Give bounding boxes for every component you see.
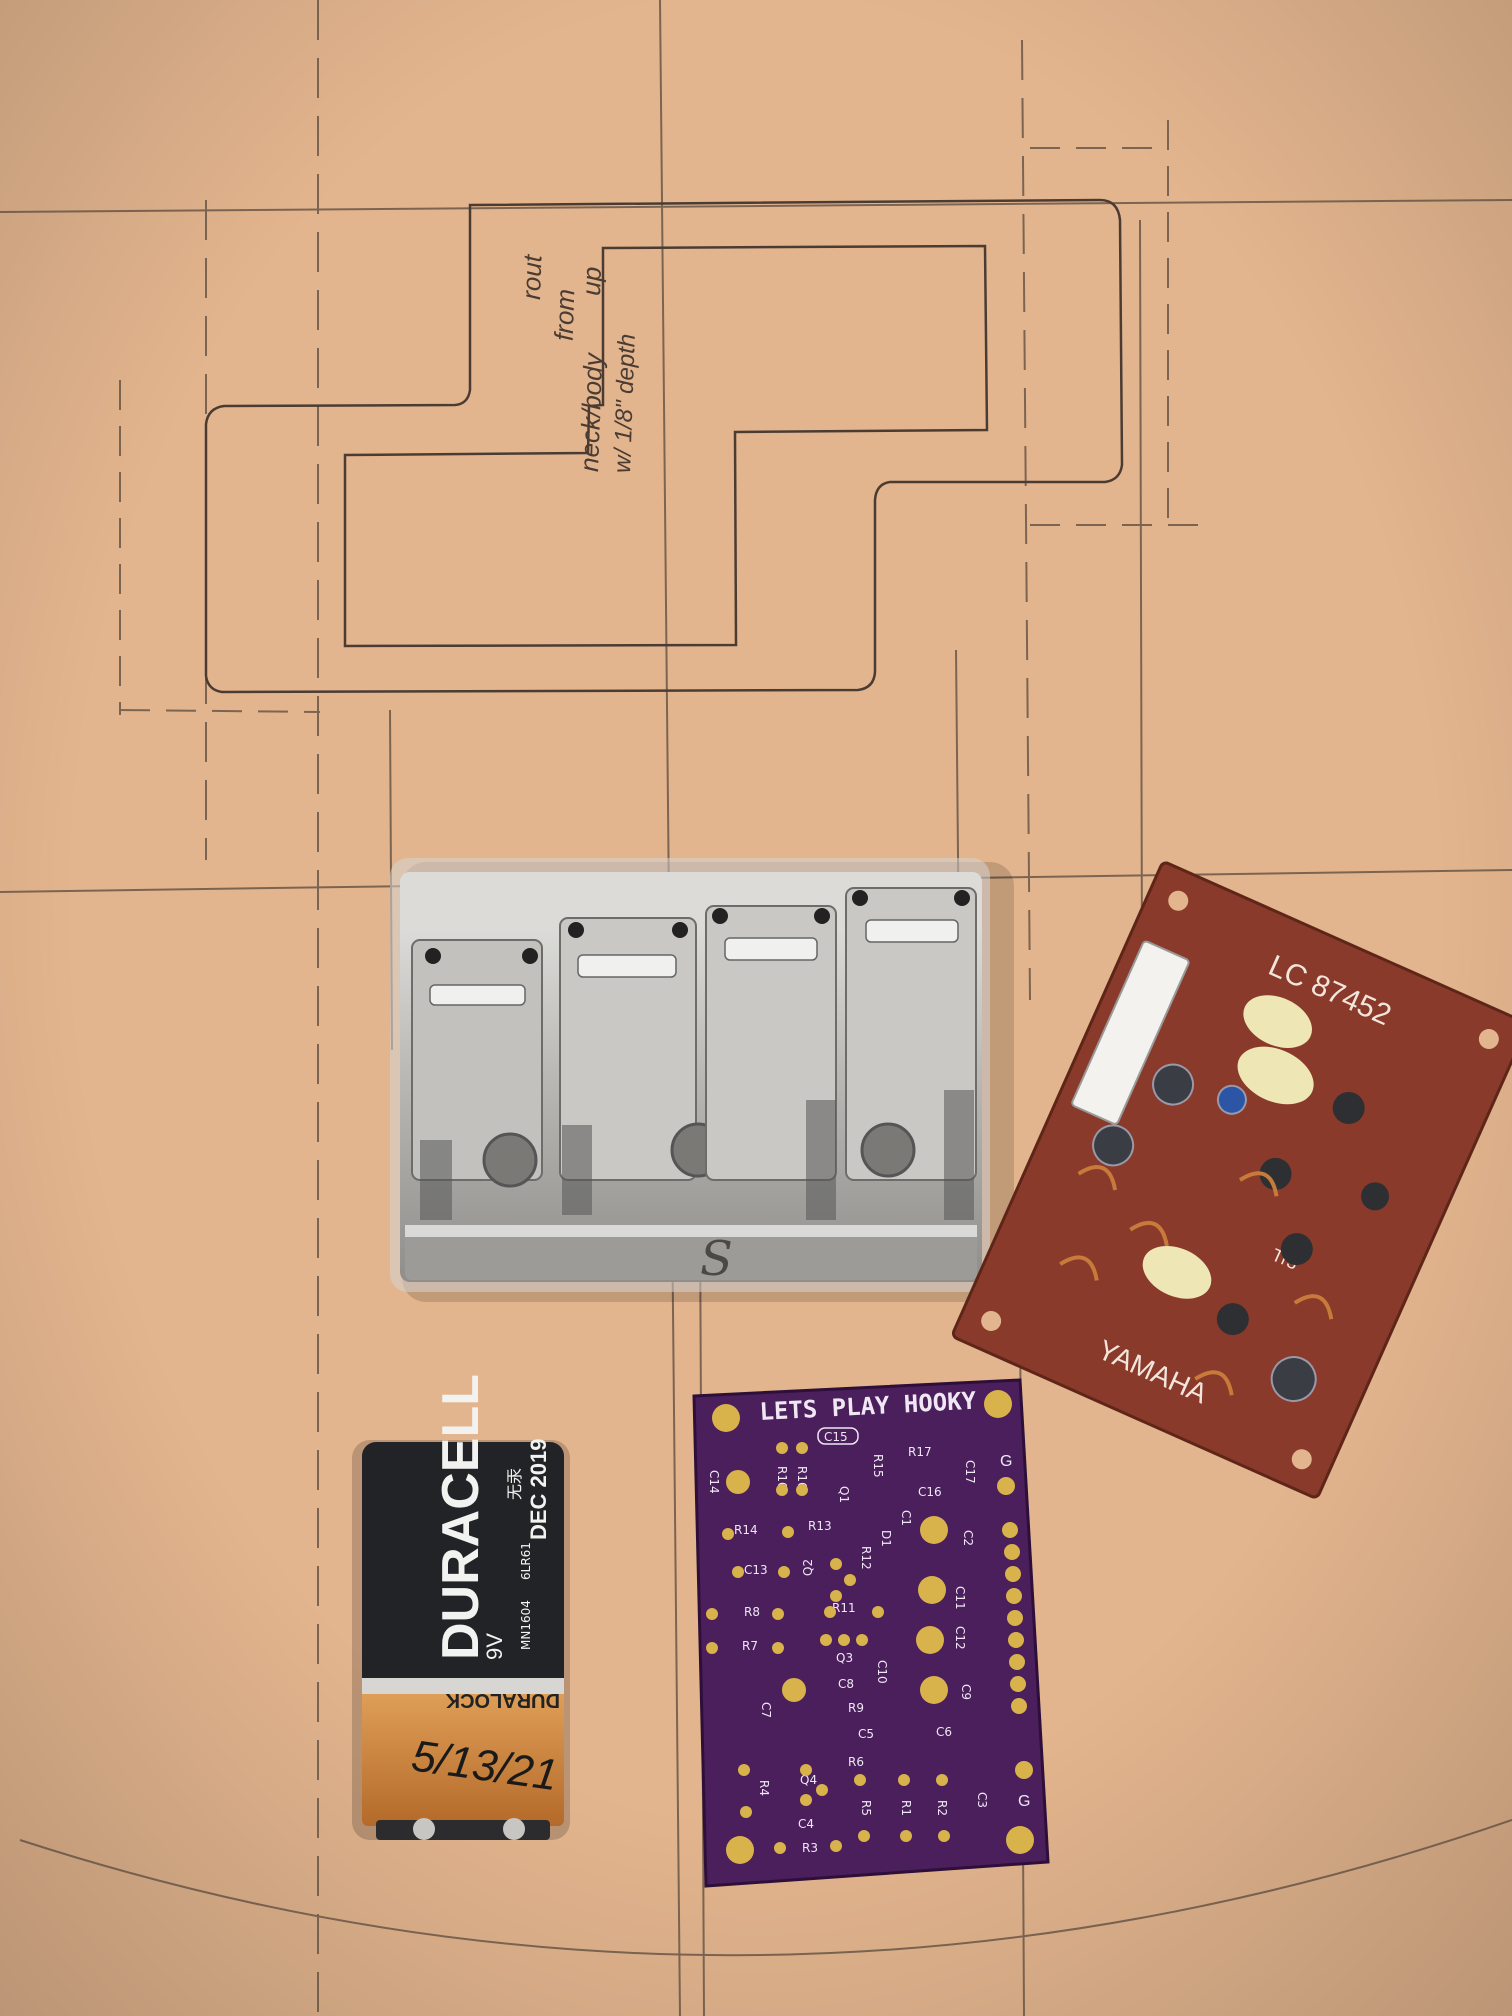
battery-silver-band xyxy=(362,1678,564,1694)
yamaha-pcb: LC 87452 YAMAHA Tr3 xyxy=(951,861,1512,1499)
pcb-label-c7: C7 xyxy=(759,1702,773,1718)
bass-bridge: S xyxy=(390,858,1014,1302)
pcb-label-d1: D1 xyxy=(879,1530,893,1547)
pcb-label-q1: Q1 xyxy=(837,1486,851,1503)
pcb-label-c10: C10 xyxy=(875,1660,889,1684)
pcb-label-q4: Q4 xyxy=(800,1773,817,1787)
pcb-label-c16: C16 xyxy=(918,1485,942,1499)
battery-iec: 6LR61 xyxy=(519,1542,533,1580)
note-line-2: up xyxy=(576,266,607,296)
pcb-label-q2: Q2 xyxy=(801,1559,815,1576)
yamaha-cap-3 xyxy=(1142,1245,1212,1299)
note-line-4: neck/body xyxy=(574,351,608,472)
bridge-front-highlight xyxy=(405,1225,977,1237)
pcb-label-r4: R4 xyxy=(757,1780,771,1796)
pcb-label-r11: R11 xyxy=(832,1601,856,1615)
purple-board xyxy=(692,1378,1050,1888)
pcb-label-c17: C17 xyxy=(963,1460,977,1484)
pcb-label-r2: R2 xyxy=(935,1800,949,1816)
purple-mount-holes xyxy=(712,1390,1034,1864)
battery-brand: DURACELL xyxy=(432,1374,490,1660)
pcb-label-c12: C12 xyxy=(953,1626,967,1650)
battery-chinese: 无汞 xyxy=(505,1468,524,1500)
purple-pads xyxy=(706,1442,950,1854)
pcb-label-r9: R9 xyxy=(848,1701,864,1715)
pcb-label-c6: C6 xyxy=(936,1725,952,1739)
purple-pin-label-bottom: G xyxy=(1018,1793,1030,1810)
battery-copper-band xyxy=(362,1684,564,1826)
yamaha-cap-1 xyxy=(1243,995,1312,1048)
pcb-label-r8: R8 xyxy=(744,1605,760,1619)
battery-9v: DURACELL 9V DEC 2019 无汞 MN1604 6LR61 DUR… xyxy=(352,1374,570,1840)
purple-pin-label-top: G xyxy=(1000,1453,1012,1470)
purple-pcb: LETS PLAY HOOKY G G C15 R16 R10 R15 R17 … xyxy=(692,1378,1050,1888)
bridge-saddle-1 xyxy=(411,939,543,1220)
pcb-label-r16: R16 xyxy=(795,1466,809,1490)
pcb-label-r12: R12 xyxy=(859,1546,873,1570)
pcb-label-r17: R17 xyxy=(908,1445,932,1459)
yamaha-electrolytics xyxy=(1092,1063,1317,1403)
note-line-3: from xyxy=(549,288,581,341)
yamaha-resistors xyxy=(1059,1165,1334,1396)
pcb-label-c1: C1 xyxy=(899,1510,913,1526)
battery-terminal-positive xyxy=(503,1818,525,1840)
pcb-label-c4: C4 xyxy=(798,1817,814,1831)
pcb-label-c9: C9 xyxy=(959,1684,973,1700)
handwritten-note: rout from neck/body w/ 1/8" depth xyxy=(516,253,641,474)
bridge-engraved-mark: S xyxy=(700,1231,733,1287)
pcb-label-q3: Q3 xyxy=(836,1651,853,1665)
pcb-label-c8: C8 xyxy=(838,1677,854,1691)
pcb-label-r15: R15 xyxy=(871,1454,885,1478)
yamaha-connector xyxy=(1071,940,1190,1125)
pcb-label-c3: C3 xyxy=(975,1792,989,1808)
battery-voltage: 9V xyxy=(482,1633,507,1660)
battery-body-top xyxy=(362,1442,564,1692)
pcb-label-r14: R14 xyxy=(734,1523,758,1537)
yamaha-transistors xyxy=(1216,1091,1390,1336)
battery-sub-brand: DURALOCK xyxy=(445,1689,560,1711)
pcb-label-c13: C13 xyxy=(744,1563,768,1577)
battery-model: MN1604 xyxy=(519,1600,533,1650)
pcb-label-r1: R1 xyxy=(899,1800,913,1816)
pcb-label-r5: R5 xyxy=(859,1800,873,1816)
purple-components: C15 R16 R10 R15 R17 C17 C14 Q1 C16 C1 R1… xyxy=(707,1427,989,1855)
bridge-saddle-3 xyxy=(705,905,837,1220)
pcb-label-c5: C5 xyxy=(858,1727,874,1741)
pcb-label-c15: C15 xyxy=(824,1430,848,1444)
route-outline xyxy=(204,198,1124,694)
note-line-1: rout xyxy=(516,253,548,301)
pcb-label-r6: R6 xyxy=(848,1755,864,1769)
purple-header-pads xyxy=(997,1477,1033,1779)
note-line-5: w/ 1/8" depth xyxy=(609,333,641,473)
pcb-label-r3: R3 xyxy=(802,1841,818,1855)
pcb-label-r13: R13 xyxy=(808,1519,832,1533)
pcb-label-c14: C14 xyxy=(707,1470,721,1494)
pcb-label-r10: R10 xyxy=(775,1466,789,1490)
yamaha-cap-2 xyxy=(1237,1046,1314,1105)
pcb-label-c11: C11 xyxy=(953,1586,967,1610)
battery-terminal-negative xyxy=(413,1818,435,1840)
bridge-saddle-4 xyxy=(845,887,977,1220)
pcb-label-c2: C2 xyxy=(961,1530,975,1546)
battery-date: DEC 2019 xyxy=(526,1438,551,1540)
pcb-label-r7: R7 xyxy=(742,1639,758,1653)
